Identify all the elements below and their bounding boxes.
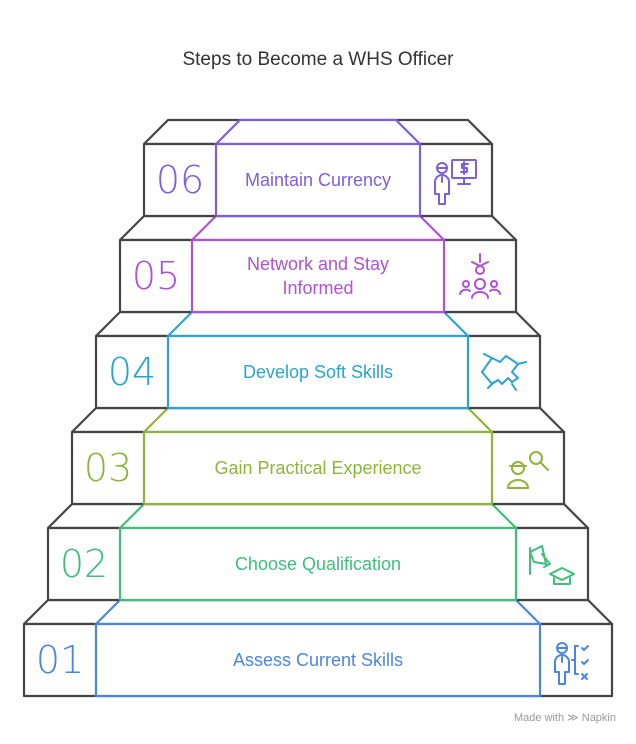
step-number: 02 (59, 542, 109, 586)
step-01-label-box: Assess Current Skills (96, 624, 540, 696)
step-06-center-top (214, 118, 422, 146)
megaphone-graduation-cap-icon (516, 528, 588, 600)
step-label: Assess Current Skills (232, 650, 404, 670)
worker-magnifier-icon (492, 432, 564, 504)
step-05-label-box: Network and Stay Informed (192, 240, 444, 312)
step-02-label-box: Choose Qualification (120, 528, 516, 600)
step-label: Develop Soft Skills (242, 362, 394, 382)
step-01-center-top (94, 598, 542, 626)
credit-brand: Napkin (581, 712, 616, 724)
step-number: 06 (155, 158, 205, 202)
step-03-center-front (142, 430, 494, 506)
step-number: 03 (83, 446, 133, 490)
credit-prefix: Made with (513, 712, 565, 724)
step-05-center-front (190, 238, 446, 314)
step-number: 01 (35, 638, 85, 682)
step-02-center-front (118, 526, 518, 602)
handshake-icon (468, 336, 540, 408)
napkin-credit: Made with ≫ Napkin (513, 712, 616, 724)
diagram-title: Steps to Become a WHS Officer (182, 49, 454, 70)
network-people-icon (444, 240, 516, 312)
step-03-center-top (142, 406, 494, 434)
step-04-label-box: Develop Soft Skills (168, 336, 468, 408)
step-label: Gain Practical Experience (214, 458, 422, 478)
step-02-center-top (118, 502, 518, 530)
step-label: Network and Stay Informed (246, 254, 390, 298)
step-06-center-front (214, 142, 422, 218)
step-04-center-front (166, 334, 470, 410)
step-label: Maintain Currency (244, 170, 392, 190)
person-monitor-dollar-icon (420, 144, 492, 216)
step-number: 05 (131, 254, 181, 298)
step-05-center-top (190, 214, 446, 242)
step-03-label-box: Gain Practical Experience (144, 432, 492, 504)
step-number: 04 (107, 350, 157, 394)
step-06-label-box: Maintain Currency (216, 144, 420, 216)
step-04-center-top (166, 310, 470, 338)
person-checklist-icon (540, 624, 612, 696)
step-label: Choose Qualification (234, 554, 402, 574)
step-01-center-front (94, 622, 542, 698)
